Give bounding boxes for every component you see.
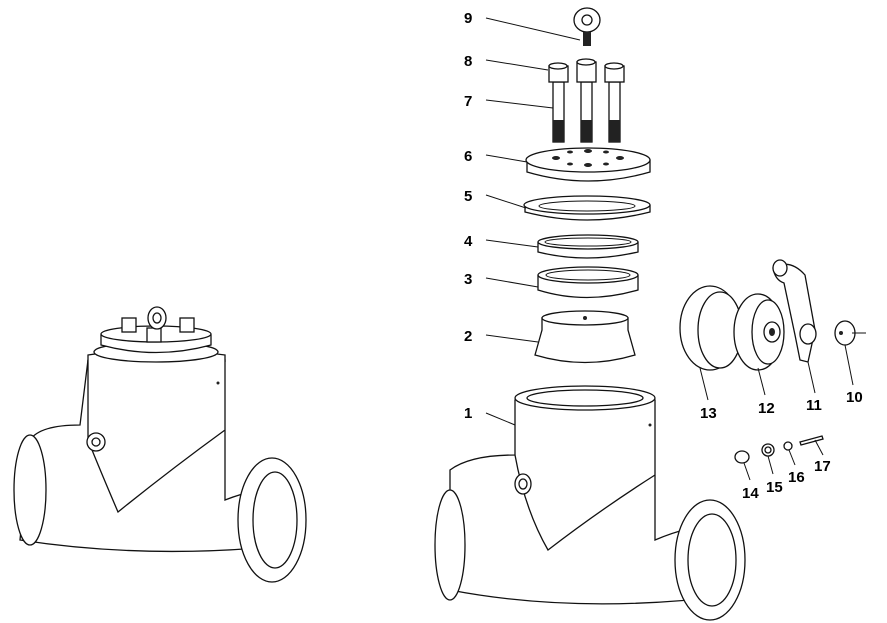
part-14-17-small-parts [734, 435, 824, 464]
label-16: 16 [788, 469, 805, 486]
label-12: 12 [758, 400, 775, 417]
label-3: 3 [464, 271, 472, 288]
label-14: 14 [742, 485, 759, 502]
part-11-arm [772, 259, 817, 363]
label-15: 15 [766, 479, 783, 496]
label-8: 8 [464, 53, 472, 70]
leader-lines [485, 17, 854, 481]
label-9: 9 [464, 10, 472, 27]
label-2: 2 [464, 328, 472, 345]
part-9-eyebolt [573, 7, 601, 46]
label-11: 11 [806, 397, 822, 414]
part-5-split-ring [523, 195, 651, 221]
label-13: 13 [700, 405, 717, 422]
label-1: 1 [464, 405, 472, 422]
part-13-seat-ring [679, 285, 743, 371]
label-6: 6 [464, 148, 472, 165]
part-1-body [434, 385, 746, 621]
part-2-bonnet [534, 310, 636, 364]
part-6-yoke-plate [525, 147, 651, 182]
part-labels: 9 8 7 6 5 4 3 2 1 13 12 11 10 14 15 16 1… [464, 10, 863, 502]
label-4: 4 [464, 233, 473, 250]
label-17: 17 [814, 458, 831, 475]
part-12-disc [733, 293, 785, 371]
assembled-valve [13, 306, 307, 583]
label-7: 7 [464, 93, 472, 110]
label-10: 10 [846, 389, 863, 406]
part-3-ring [537, 266, 639, 299]
part-4-gasket [537, 234, 639, 259]
part-7-8-studs-nuts [548, 58, 625, 143]
part-10-pin-cap [834, 320, 866, 346]
label-5: 5 [464, 188, 472, 205]
